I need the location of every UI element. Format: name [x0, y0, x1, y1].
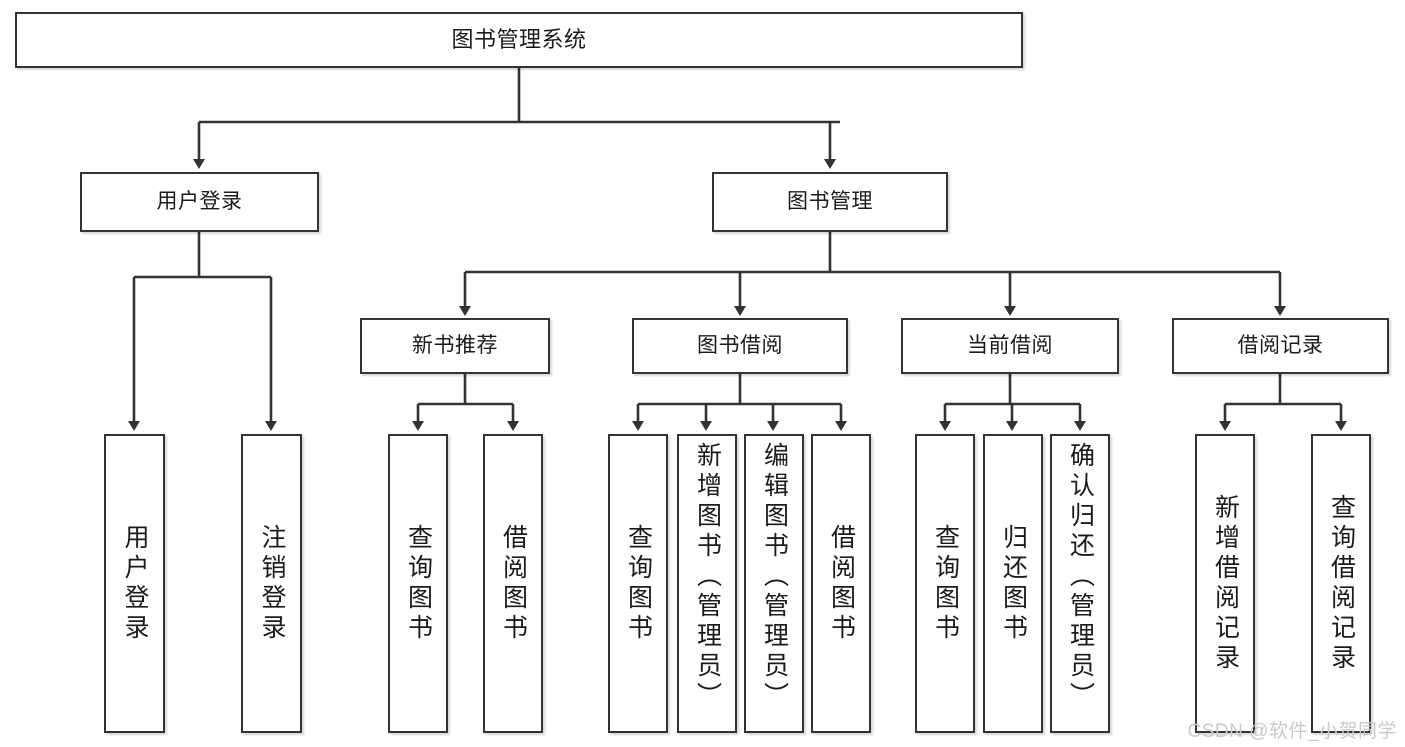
- leaf-logout[interactable]: 注销登录: [241, 434, 302, 733]
- leaf-borrow-book-recommend[interactable]: 借阅图书: [483, 434, 543, 733]
- node-label: 确认归还（管理员）: [1066, 442, 1095, 712]
- node-root-library-management-system[interactable]: 图书管理系统: [15, 12, 1023, 68]
- node-label: 借阅图书: [499, 523, 528, 644]
- node-book-management[interactable]: 图书管理: [712, 172, 948, 232]
- node-borrow-record[interactable]: 借阅记录: [1172, 318, 1389, 374]
- leaf-user-login[interactable]: 用户登录: [104, 434, 165, 733]
- leaf-confirm-return-admin[interactable]: 确认归还（管理员）: [1050, 434, 1110, 733]
- node-label: 图书借阅: [697, 333, 783, 357]
- node-label: 新增图书（管理员）: [693, 442, 722, 712]
- leaf-query-book-borrow[interactable]: 查询图书: [608, 434, 668, 733]
- leaf-add-book-admin[interactable]: 新增图书（管理员）: [677, 434, 737, 733]
- node-label: 编辑图书（管理员）: [760, 442, 789, 712]
- node-label: 新增借阅记录: [1211, 493, 1240, 674]
- node-label: 查询借阅记录: [1327, 493, 1356, 674]
- node-label: 图书管理系统: [451, 27, 587, 53]
- node-label: 借阅图书: [827, 523, 856, 644]
- node-label: 当前借阅: [967, 333, 1053, 357]
- node-label: 图书管理: [787, 189, 873, 213]
- node-label: 用户登录: [156, 189, 243, 213]
- node-label: 归还图书: [999, 523, 1028, 644]
- leaf-query-book-recommend[interactable]: 查询图书: [388, 434, 448, 733]
- node-label: 新书推荐: [412, 333, 498, 357]
- node-label: 用户登录: [121, 523, 149, 644]
- leaf-borrow-book[interactable]: 借阅图书: [811, 434, 871, 733]
- node-new-book-recommend[interactable]: 新书推荐: [360, 318, 550, 374]
- leaf-edit-book-admin[interactable]: 编辑图书（管理员）: [744, 434, 804, 733]
- node-label: 查询图书: [404, 523, 433, 644]
- leaf-query-borrow-record[interactable]: 查询借阅记录: [1311, 434, 1371, 733]
- node-label: 注销登录: [258, 523, 286, 644]
- node-book-borrow[interactable]: 图书借阅: [632, 318, 848, 374]
- node-label: 借阅记录: [1237, 333, 1324, 357]
- leaf-return-book[interactable]: 归还图书: [983, 434, 1043, 733]
- node-user-login[interactable]: 用户登录: [80, 172, 319, 232]
- node-label: 查询图书: [624, 523, 653, 644]
- node-label: 查询图书: [931, 523, 960, 644]
- node-current-borrow[interactable]: 当前借阅: [901, 318, 1119, 374]
- csdn-watermark: CSDN @软件_小贺同学: [1187, 721, 1397, 742]
- leaf-add-borrow-record[interactable]: 新增借阅记录: [1195, 434, 1255, 733]
- leaf-query-book-current[interactable]: 查询图书: [915, 434, 975, 733]
